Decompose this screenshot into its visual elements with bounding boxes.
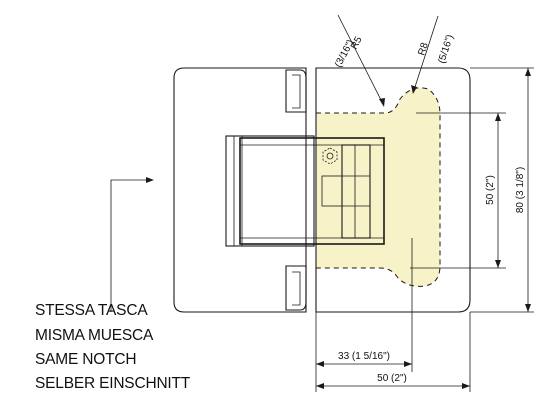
- notch-label-german: SELBER EINSCHNITT: [35, 375, 191, 392]
- radius-large-imperial-label: (5/16"): [436, 33, 456, 65]
- notch-label-spanish: MISMA MUESCA: [35, 327, 154, 344]
- width-offset-label: 33 (1 5/16"): [338, 351, 390, 362]
- notch-label-italian: STESSA TASCA: [35, 302, 148, 319]
- radius-small-imperial-label: (3/16"): [333, 38, 357, 69]
- right-glass-panel: [315, 67, 471, 313]
- notch-label-english: SAME NOTCH: [35, 351, 137, 368]
- bottom-clamp: [285, 265, 307, 311]
- notch-leader-arrow: [110, 177, 154, 312]
- hex-screw-icon: [322, 147, 338, 165]
- notch-area: [316, 87, 441, 287]
- height-outer-label: 80 (3 1/8"): [515, 167, 526, 213]
- radius-small-label: R5: [349, 35, 365, 52]
- radius-small-leader: [337, 14, 384, 105]
- height-inner-label: 50 (2"): [485, 175, 496, 205]
- hinge-plate-left: [225, 135, 315, 247]
- radius-large-label: R8: [416, 41, 431, 57]
- width-total-label: 50 (2"): [377, 373, 407, 384]
- left-glass-panel: [173, 67, 307, 313]
- hinge-plate-left-inner: [233, 135, 243, 247]
- notch-outline: [316, 87, 441, 287]
- radius-large-leader: [413, 15, 439, 91]
- hinge-body: [239, 137, 385, 245]
- top-clamp: [285, 69, 307, 113]
